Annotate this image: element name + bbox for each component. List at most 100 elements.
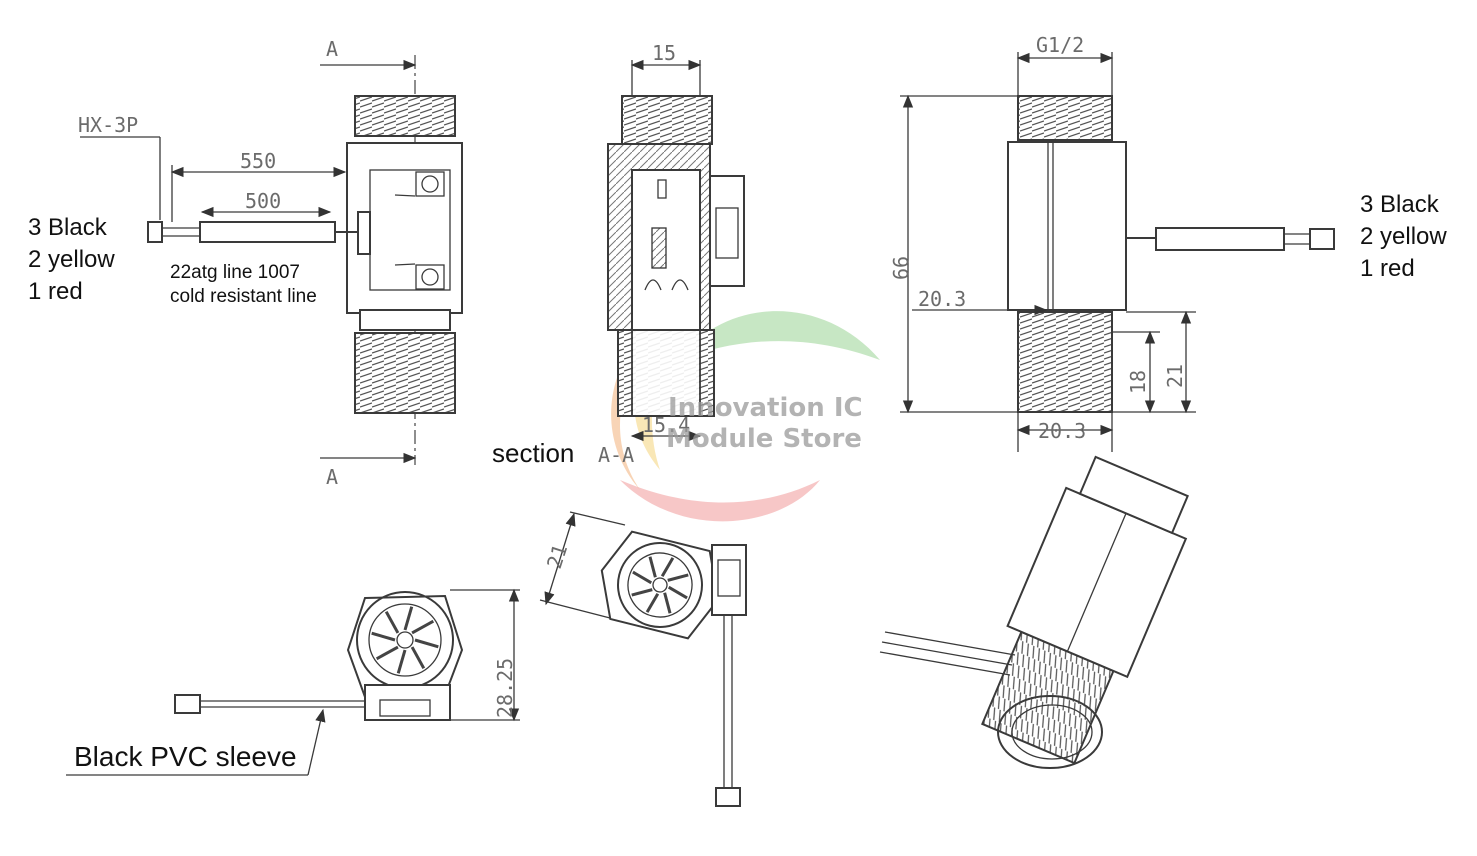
watermark-text-line1: Innovation IC xyxy=(668,393,863,423)
section-side-window xyxy=(715,207,739,259)
rotor-blade xyxy=(648,556,657,578)
face-view: 28.25 Black PVC sleeve xyxy=(66,588,520,776)
side-wire-color-3: 3 Black xyxy=(1360,191,1440,218)
angled-side-window xyxy=(717,559,741,597)
section-magnet xyxy=(651,227,667,269)
iso-hex-edge xyxy=(1066,513,1127,652)
lower-thread xyxy=(354,332,456,414)
rotor-blade xyxy=(403,606,414,631)
angled-side-housing xyxy=(711,544,747,616)
angled-outer-ring xyxy=(617,542,703,628)
wire-color-3: 3 Black xyxy=(28,214,108,241)
face-inner-ring xyxy=(368,603,442,677)
section-marker-top: A xyxy=(326,37,338,61)
wire-color-1: 1 red xyxy=(28,278,83,305)
watermark-leaf-green xyxy=(680,311,880,360)
rotor-blade xyxy=(667,573,689,582)
dim-thread: G1/2 xyxy=(1036,33,1084,57)
face-side-housing xyxy=(364,684,451,721)
watermark-leaf-yellow xyxy=(634,305,690,470)
dim-cable-total: 550 xyxy=(240,149,276,173)
body-collar xyxy=(359,309,451,331)
rotor-blade xyxy=(645,592,660,613)
cable-spec-line1: 22atg line 1007 xyxy=(170,262,300,283)
rotor-blade xyxy=(375,645,399,661)
dim-ext-21-bottom xyxy=(539,599,611,619)
side-upper-thread xyxy=(1017,95,1113,141)
rotor-blade xyxy=(632,570,653,585)
watermark-leaf-red xyxy=(620,480,820,522)
face-hub xyxy=(396,631,414,649)
section-pin xyxy=(657,179,667,199)
dim-line-21-diag xyxy=(544,512,576,606)
connector-label: HX-3P xyxy=(78,113,138,137)
dim-thread-len: 18 xyxy=(1126,370,1150,394)
watermark-text-line2: Module Store xyxy=(666,424,862,454)
section-blade xyxy=(644,279,662,291)
dim-flat-left: 20.3 xyxy=(918,287,966,311)
section-marker-bottom: A xyxy=(326,465,338,489)
rotor-blade xyxy=(396,649,407,674)
face-side-window xyxy=(379,699,431,717)
iso-outlet-bore xyxy=(1011,704,1093,760)
body-detail-line xyxy=(394,263,416,266)
rotor-blade xyxy=(411,619,435,635)
rotor-blade xyxy=(631,588,653,597)
rotor-blade xyxy=(384,610,400,634)
front-view: A A 550 500 HX-3P 3 Black xyxy=(28,37,463,489)
face-hex-outline xyxy=(346,594,464,699)
iso-lower-collar xyxy=(1078,455,1189,535)
section-caption-word: section xyxy=(492,438,574,468)
section-view: 15 15.4 section A-A xyxy=(492,41,745,468)
screw-lower-head xyxy=(421,268,439,286)
section-blade xyxy=(671,279,689,291)
angled-connector xyxy=(715,787,741,807)
side-lower-thread xyxy=(1017,311,1113,413)
dim-diag: 21 xyxy=(542,541,572,571)
rotor-blade xyxy=(663,592,672,614)
dim-lower-len: 21 xyxy=(1163,364,1187,388)
screw-upper-head xyxy=(421,175,439,193)
face-connector xyxy=(174,694,201,714)
connector-hx3p xyxy=(147,221,163,243)
cable-spec-line2: cold resistant line xyxy=(170,286,317,307)
angled-hex-outline xyxy=(600,530,720,640)
iso-cable-wire xyxy=(884,631,1016,656)
wire-color-2: 2 yellow xyxy=(28,246,115,273)
rotor-blade xyxy=(660,557,675,578)
dim-cable-sleeve: 500 xyxy=(245,189,281,213)
angled-hub xyxy=(652,577,668,593)
angled-face-view: 21 xyxy=(539,511,747,807)
isometric-view xyxy=(879,455,1189,769)
iso-cable-wire xyxy=(881,641,1013,666)
angled-rotor xyxy=(631,556,689,614)
rotor-blade xyxy=(414,638,439,649)
rotor-blade xyxy=(410,646,426,670)
side-wire-color-2: 2 yellow xyxy=(1360,223,1447,250)
side-wire-color-1: 1 red xyxy=(1360,255,1415,282)
rotor-blade xyxy=(371,631,396,642)
dim-ext-21-top xyxy=(569,511,626,526)
dim-height: 66 xyxy=(889,256,913,280)
section-caption-marker: A-A xyxy=(598,443,634,467)
section-side-housing xyxy=(709,175,745,287)
dim-width-top: 15 xyxy=(652,41,676,65)
side-connector xyxy=(1309,228,1335,250)
side-view: G1/2 66 20.3 18 21 20.3 3 Bla xyxy=(889,33,1447,452)
dim-face-height: 28.25 xyxy=(493,658,517,718)
upper-thread xyxy=(354,95,456,137)
sleeve-label: Black PVC sleeve xyxy=(74,741,297,772)
cable-sleeve xyxy=(199,221,336,243)
dim-width-bottom: 15.4 xyxy=(642,413,690,437)
cable-gland xyxy=(357,211,371,255)
dim-bottom-width: 20.3 xyxy=(1038,419,1086,443)
body-detail-line xyxy=(394,194,416,197)
face-rotor xyxy=(371,606,439,674)
side-cable-sleeve xyxy=(1155,227,1285,251)
rotor-blade xyxy=(667,585,688,600)
screw-lower xyxy=(415,264,445,290)
sleeve-leader-pointer xyxy=(307,708,326,776)
angled-inner-ring xyxy=(627,552,693,618)
